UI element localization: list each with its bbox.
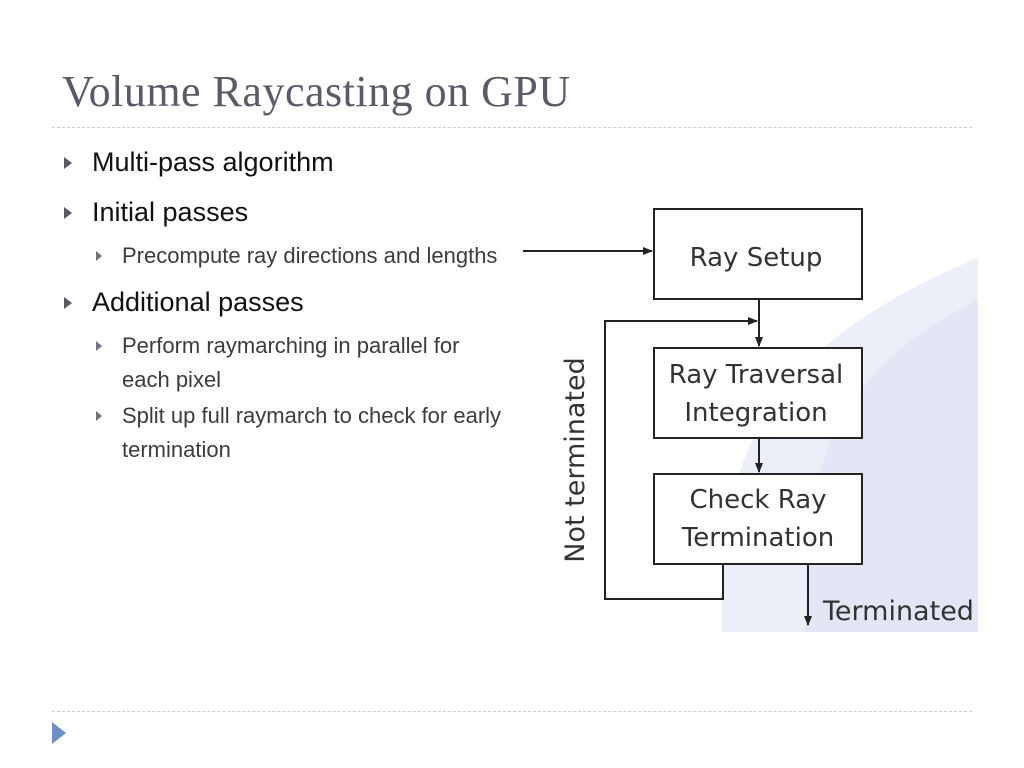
integration-label: Integration (684, 398, 827, 428)
terminated-label: Terminated (822, 596, 974, 627)
bullet-arrow-icon (64, 157, 72, 169)
bullet-level2: Precompute ray directions and lengths (62, 239, 502, 273)
bullet-text: Multi-pass algorithm (92, 147, 334, 177)
bullet-list: Multi-pass algorithm Initial passes Prec… (62, 143, 502, 473)
bullet-text: Precompute ray directions and lengths (122, 243, 498, 268)
bullet-arrow-icon (64, 297, 72, 309)
bullet-text: Split up full raymarch to check for earl… (122, 403, 502, 462)
bullet-level1: Initial passes (62, 193, 502, 231)
sub-bullet-arrow-icon (96, 411, 102, 421)
bullet-arrow-icon (64, 207, 72, 219)
bullet-level1: Additional passes (62, 283, 502, 321)
bullet-level2: Perform raymarching in parallel for each… (62, 329, 502, 397)
bullet-level2: Split up full raymarch to check for earl… (62, 399, 502, 467)
title-divider (52, 127, 972, 128)
background-swoosh (722, 258, 978, 632)
slide-title: Volume Raycasting on GPU (62, 67, 571, 116)
sub-bullet-arrow-icon (96, 341, 102, 351)
loop-back-arrow (604, 317, 758, 600)
check-ray-label: Check Ray (689, 485, 826, 515)
sub-bullet-arrow-icon (96, 251, 102, 261)
not-terminated-label: Not terminated (560, 357, 591, 563)
bullet-text: Perform raymarching in parallel for each… (122, 333, 460, 392)
bullet-level1: Multi-pass algorithm (62, 143, 502, 181)
footer-divider (52, 711, 972, 712)
termination-label: Termination (681, 523, 834, 553)
check-termination-box (653, 473, 863, 565)
ray-traversal-label: Ray Traversal (669, 360, 844, 390)
bullet-text: Initial passes (92, 197, 249, 227)
play-triangle-icon[interactable] (52, 722, 66, 744)
bullet-text: Additional passes (92, 287, 304, 317)
ray-setup-label: Ray Setup (690, 243, 823, 273)
